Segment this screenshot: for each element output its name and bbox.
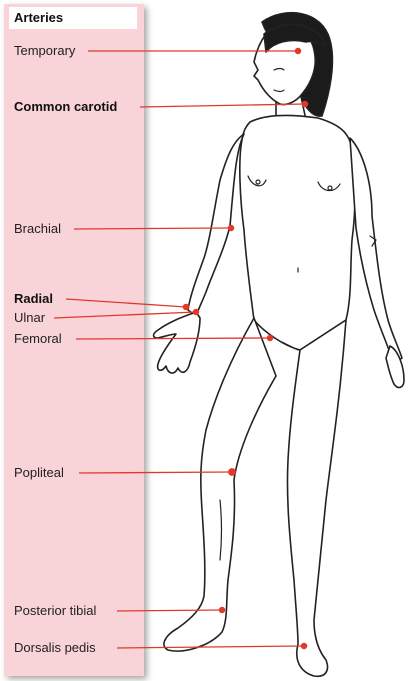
- hand-left: [154, 312, 201, 373]
- marker-brachial: [228, 225, 233, 230]
- arm-right: [350, 138, 402, 364]
- marker-femoral: [267, 335, 272, 340]
- arm-left: [188, 134, 244, 316]
- marker-dorsalis-pedis: [301, 643, 306, 648]
- leader-femoral: [76, 338, 270, 339]
- leg-right: [287, 320, 346, 676]
- marker-posterior-tibial: [219, 607, 224, 612]
- torso: [240, 115, 355, 350]
- marker-common-carotid: [302, 101, 307, 106]
- hand-right: [386, 346, 404, 387]
- marker-popliteal: [229, 469, 235, 475]
- leader-ulnar: [54, 312, 196, 318]
- leader-radial: [66, 299, 186, 307]
- marker-radial: [183, 304, 188, 309]
- marker-temporary: [295, 48, 300, 53]
- leader-dorsalis-pedis: [117, 646, 304, 648]
- leader-brachial: [74, 228, 231, 229]
- marker-ulnar: [193, 309, 198, 314]
